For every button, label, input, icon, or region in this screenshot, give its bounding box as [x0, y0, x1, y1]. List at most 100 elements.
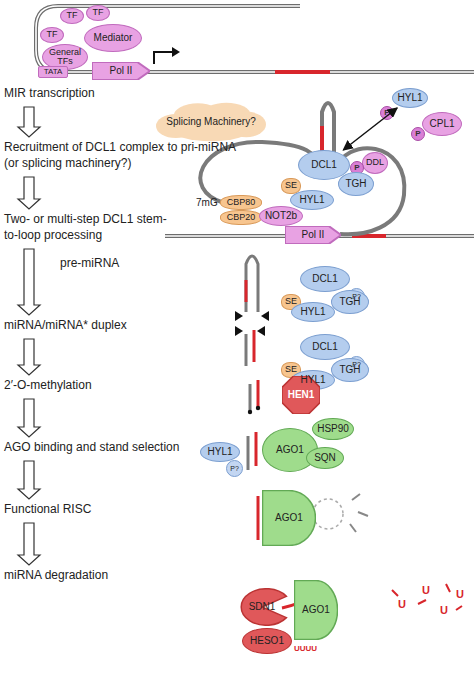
- step-arrow: [18, 249, 40, 315]
- node-label: AGO1: [276, 445, 304, 456]
- protein-blob: HSP90: [312, 418, 354, 440]
- mirna-strand: [253, 330, 256, 362]
- text-label: U: [456, 588, 464, 600]
- node-label: HSP90: [317, 424, 349, 435]
- step-text: Functional RISC: [4, 502, 164, 520]
- protein-blob: HYL1: [200, 442, 240, 462]
- protein-blob: CBP80: [220, 195, 262, 210]
- polymerase-shape: Pol II: [92, 62, 150, 80]
- protein-blob: Mediator: [84, 24, 142, 52]
- exchange-arrow: [343, 108, 397, 150]
- text-label: U: [440, 604, 448, 616]
- step-label: miRNA degradation: [4, 568, 108, 584]
- step-label: Two- or multi-step DCL1 stem-to-loop pro…: [4, 212, 179, 243]
- text-label: UUUU: [294, 644, 317, 653]
- text-label: pre-miRNA: [60, 256, 119, 270]
- node-label: CPL1: [429, 119, 454, 130]
- ago1-outline: [263, 491, 316, 546]
- node-label: P: [384, 109, 389, 117]
- protein-blob: TF: [60, 8, 84, 24]
- node-label: P?: [230, 465, 239, 472]
- step-text: Two- or multi-step DCL1 stem-to-loop pro…: [4, 212, 179, 246]
- node-label: NOT2b: [265, 211, 297, 222]
- polymerase-outline: [92, 62, 150, 80]
- ago1-shape: AGO1: [294, 580, 338, 640]
- node-label: SE: [285, 365, 297, 374]
- protein-blob: DCL1: [300, 266, 350, 292]
- node-label: TGH: [345, 179, 366, 190]
- mirna-strand: [245, 280, 248, 302]
- node-label: SE: [285, 181, 297, 190]
- protein-blob: HYL1: [392, 88, 428, 108]
- methyl-group: [248, 410, 252, 414]
- ago1-outline: [294, 581, 337, 640]
- transcription-arrow: [172, 47, 180, 57]
- node-label: HYL1: [207, 447, 232, 458]
- step-arrow: [18, 107, 40, 137]
- step-arrow: [18, 461, 40, 499]
- step-label: 2′-O-methylation: [4, 378, 92, 394]
- sdn1-outline: [241, 589, 286, 625]
- step-text: AGO binding and stand selection: [4, 440, 204, 458]
- protein-blob: HYL1: [290, 190, 334, 210]
- step-text: 2′-O-methylation: [4, 378, 164, 396]
- node-label: AGO1: [275, 513, 303, 524]
- text-label: U: [422, 584, 430, 596]
- step-arrow: [18, 339, 40, 375]
- mirna-fragment: [392, 584, 462, 610]
- polymerase-shape: Pol II: [285, 226, 341, 244]
- node-label: HYL1: [300, 375, 325, 386]
- protein-blob: TGH: [331, 358, 369, 382]
- node-label: Pol II: [302, 230, 325, 241]
- methyl-group: [256, 406, 260, 410]
- node-label: CBP80: [227, 198, 256, 207]
- node-label: HYL1: [397, 93, 422, 104]
- step-label: AGO binding and stand selection: [4, 440, 179, 456]
- cleavage-mark: [235, 311, 243, 321]
- node-label: TF: [47, 30, 58, 39]
- step-text: Recruitment of DCL1 complex to pri-miRNA…: [4, 140, 244, 174]
- step-text: MIR transcription: [4, 86, 164, 104]
- transcription-arrow: [154, 52, 172, 64]
- protein-blob: NOT2b: [259, 206, 303, 226]
- step-label: MIR transcription: [4, 86, 95, 102]
- node-label: TF: [67, 11, 78, 20]
- step-arrow: [18, 177, 40, 209]
- pre-mirna: [246, 256, 258, 312]
- step-text: miRNA/miRNA* duplex: [4, 318, 174, 336]
- text-label: U: [398, 598, 406, 610]
- polymerase-outline: [285, 226, 341, 244]
- node-label: DDL: [366, 158, 384, 167]
- node-label: DCL1: [311, 160, 337, 171]
- node-label: AGO1: [302, 605, 330, 616]
- step-label: miRNA/miRNA* duplex: [4, 318, 127, 334]
- phosphate-circle: P?: [226, 460, 243, 477]
- mirna-strand: [257, 496, 260, 540]
- cleavage-mark: [261, 311, 269, 321]
- mirna-star-strand: [245, 334, 248, 366]
- cloud-outline: [156, 103, 266, 141]
- protein-blob: CBP20: [220, 210, 262, 225]
- splicing-cloud: Splicing Machinery?: [156, 102, 266, 142]
- node-label: HYL1: [300, 307, 325, 318]
- node-label: Mediator: [94, 33, 133, 44]
- sdn1-shape: SDN1: [236, 588, 288, 626]
- node-label: DCL1: [312, 342, 338, 353]
- node-label: TGH: [339, 297, 360, 308]
- node-label: SDN1: [249, 602, 276, 613]
- tata-box: TATA: [38, 66, 68, 78]
- mir-gene: [275, 70, 330, 74]
- mirna-strand: [255, 432, 258, 466]
- node-label: P: [415, 130, 420, 138]
- phosphate-circle: P: [380, 106, 394, 120]
- protein-blob: DCL1: [300, 334, 350, 360]
- step-text: miRNA degradation: [4, 568, 164, 586]
- node-label: SE: [285, 297, 297, 306]
- node-label: HEN1: [288, 390, 315, 401]
- node-label: General TFs: [43, 48, 87, 67]
- ago1-shape: AGO1: [262, 490, 316, 546]
- node-label: DCL1: [312, 274, 338, 285]
- mirna-star-strand: [247, 436, 250, 470]
- strand-fragment: [350, 494, 368, 532]
